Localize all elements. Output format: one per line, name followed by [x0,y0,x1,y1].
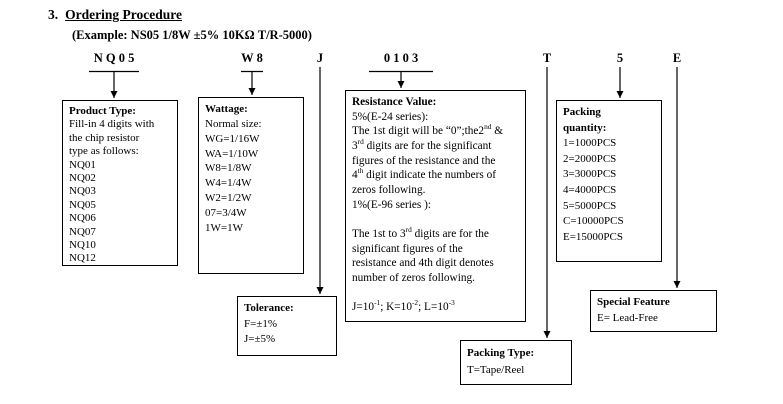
code-resistance-value: 0 1 0 3 [383,51,419,65]
code-special-feature: E [672,51,682,65]
example-line: (Example: NS05 1/8W ±5% 10KΩ T/R-5000) [72,28,312,42]
packing-type-title: Packing Type: [467,347,535,359]
special-feature-box: Special Feature E= Lead-Free [590,290,717,332]
code-product-type: N Q 0 5 [93,51,135,65]
resistance-value-body: 5%(E-24 series):The 1st digit will be “0… [352,110,504,314]
tolerance-body: F=±1% J=±5% [244,317,278,346]
product-type-box: Product Type: Fill-in 4 digits with the … [62,100,178,266]
section-title: Ordering Procedure [65,7,182,22]
packing-quantity-body: 1=1000PCS 2=2000PCS 3=3000PCS 4=4000PCS … [563,137,624,243]
section-number: 3. [48,7,59,22]
product-type-title: Product Type: [69,105,136,117]
tolerance-title: Tolerance: [244,302,294,314]
wattage-box: Wattage: Normal size: WG=1/16W WA=1/10W … [198,97,304,274]
code-tolerance: J [316,51,324,65]
code-wattage: W 8 [241,51,263,65]
wattage-body: Normal size: WG=1/16W WA=1/10W W8=1/8W W… [205,117,262,234]
packing-quantity-box: Packing quantity: 1=1000PCS 2=2000PCS 3=… [556,100,662,262]
wattage-title: Wattage: [205,103,248,115]
special-feature-title: Special Feature [597,296,670,308]
code-packing-type: T [542,51,552,65]
resistance-value-title: Resistance Value: [352,96,437,108]
code-packing-quantity: 5 [616,51,624,65]
packing-type-body: T=Tape/Reel [467,364,525,377]
resistance-value-box: Resistance Value: 5%(E-24 series):The 1s… [345,90,526,322]
tolerance-box: Tolerance: F=±1% J=±5% [237,296,337,356]
packing-type-box: Packing Type: T=Tape/Reel [460,340,572,385]
section-heading: 3. Ordering Procedure [48,7,182,23]
special-feature-body: E= Lead-Free [597,311,658,324]
packing-quantity-title: Packing quantity: [563,106,607,134]
product-type-body: Fill-in 4 digits with the chip resistor … [69,118,155,265]
